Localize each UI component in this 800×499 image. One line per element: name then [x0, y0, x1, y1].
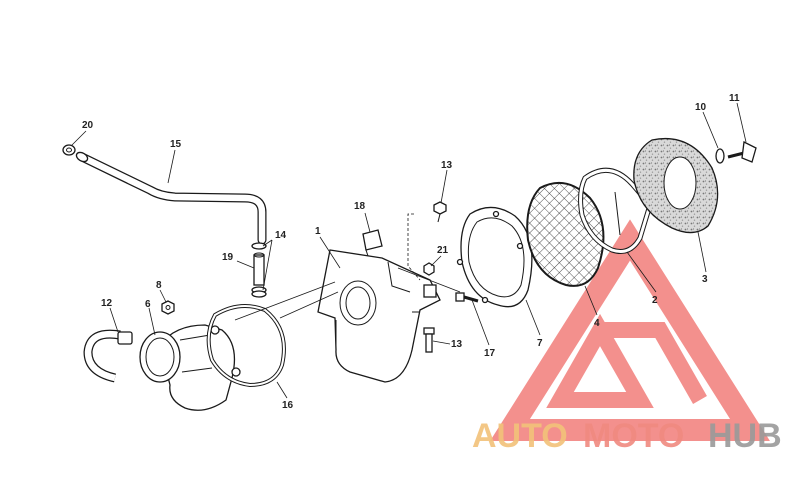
- part-frame-2: [578, 167, 653, 254]
- callout-3: 3: [702, 274, 708, 285]
- part-connector-19: [251, 242, 267, 298]
- watermark-auto: AUTO: [472, 417, 568, 455]
- callout-20: 20: [82, 120, 94, 131]
- callout-13-lower: 13: [451, 339, 463, 350]
- part-airbox-1: [317, 249, 441, 383]
- part-band-clamp-12: [83, 329, 133, 383]
- callout-14: 14: [275, 230, 287, 241]
- callout-6: 6: [145, 299, 151, 310]
- part-manifold-6: [139, 324, 241, 411]
- part-gasket-16: [206, 304, 286, 388]
- watermark-hub: HUB: [708, 417, 782, 455]
- part-backplate-7: [456, 206, 533, 308]
- callout-labels: 20 15 14 19 8 6 12 16 1 18 13 21 13 17 7…: [82, 93, 740, 411]
- callout-1: 1: [315, 226, 321, 237]
- callout-21: 21: [437, 245, 449, 256]
- part-clamp-20: [62, 144, 76, 156]
- callout-11: 11: [729, 93, 740, 104]
- callout-2: 2: [652, 295, 658, 306]
- part-bolt-13-lower: [423, 327, 435, 353]
- callout-4: 4: [594, 318, 600, 329]
- callout-16: 16: [282, 400, 294, 411]
- callout-8: 8: [156, 280, 162, 291]
- callout-13-upper: 13: [441, 160, 453, 171]
- callout-18: 18: [354, 201, 366, 212]
- watermark-moto: MOTO: [583, 417, 684, 455]
- callout-7: 7: [537, 338, 543, 349]
- callout-15: 15: [170, 139, 182, 150]
- part-wing-bolt-11: [727, 141, 757, 163]
- part-bolt-13-upper: [433, 201, 447, 223]
- part-bolt-17: [455, 292, 479, 303]
- callout-19: 19: [222, 252, 234, 263]
- leader-lines: [71, 102, 747, 399]
- part-clip-18: [362, 229, 383, 257]
- part-foam-filter-3: [633, 137, 719, 234]
- callout-10: 10: [695, 102, 707, 113]
- part-hose-15: [75, 151, 267, 245]
- watermark-logo-icon: [490, 219, 770, 441]
- part-mesh-screen-4: [526, 181, 605, 287]
- part-nut-8: [161, 300, 175, 315]
- watermark-text: AUTO MOTO HUB: [472, 417, 782, 455]
- callout-12: 12: [101, 298, 113, 309]
- callout-17: 17: [484, 348, 496, 359]
- part-washer-10: [715, 148, 725, 164]
